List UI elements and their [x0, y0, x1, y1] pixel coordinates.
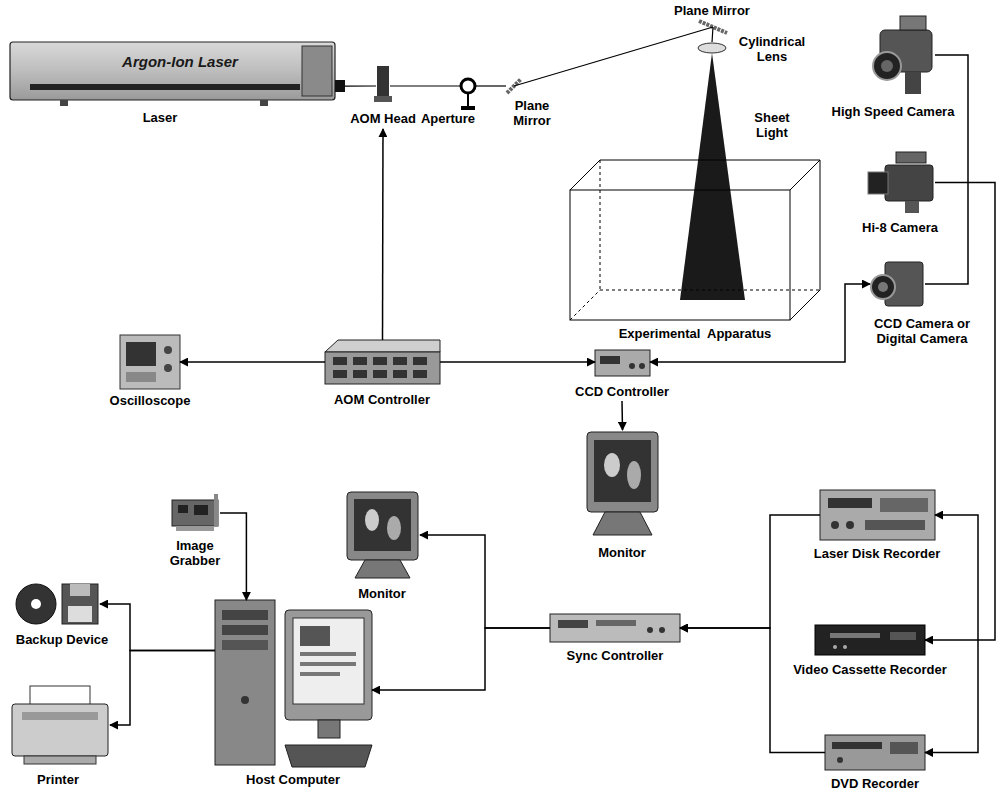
- monitor-illustration: [347, 492, 418, 578]
- laser-beam: [390, 85, 460, 86]
- signal-line: [925, 55, 968, 284]
- camera-illustration: [871, 262, 923, 306]
- oscilloscope-illustration: [120, 335, 180, 389]
- plane-mirror: Plane Mirror: [698, 20, 728, 34]
- device-nameplate: Argon-Ion Laser: [122, 53, 238, 70]
- signal-arrow: [220, 513, 246, 600]
- monitor: Monitor: [345, 490, 420, 580]
- printer-illustration: [12, 686, 108, 764]
- aperture: Aperture: [460, 76, 476, 110]
- dvd-recorder: DVD Recorder: [825, 735, 925, 770]
- grabber-card-illustration: [172, 494, 218, 531]
- device-label: Hi-8 Camera: [862, 220, 938, 235]
- signal-arrow: [382, 129, 384, 340]
- laser-beam: [712, 27, 713, 42]
- device-label: CCD Camera or Digital Camera: [860, 316, 984, 346]
- laser-beam: [476, 85, 506, 86]
- device-label: Video Cassette Recorder: [793, 662, 947, 677]
- ccd-controller: CCD Controller: [595, 346, 650, 378]
- signal-arrow: [100, 604, 215, 650]
- device-label: Monitor: [358, 586, 406, 601]
- controller-illustration: [550, 614, 680, 642]
- laser-illustration: [10, 42, 345, 106]
- controller-illustration: [595, 350, 650, 376]
- laser-disk-recorder: Laser Disk Recorder: [820, 490, 935, 540]
- aperture-illustration: [461, 79, 475, 110]
- oscilloscope: Oscilloscope: [120, 335, 180, 389]
- device-label: CCD Controller: [575, 384, 669, 399]
- device-label: Sheet Light: [748, 110, 796, 140]
- signal-arrow: [621, 401, 623, 430]
- backup-device: Backup Device: [15, 582, 100, 626]
- device-label: Laser Disk Recorder: [814, 546, 940, 561]
- device-label: Experimental Apparatus: [619, 326, 772, 341]
- device-label: Laser: [143, 110, 178, 125]
- device-label: Host Computer: [246, 772, 340, 787]
- device-label: Oscilloscope: [110, 393, 191, 408]
- recorder-illustration: [820, 490, 935, 540]
- signal-arrow: [180, 361, 325, 363]
- plane-mirror: Plane Mirror: [506, 78, 522, 94]
- device-label: Plane Mirror: [674, 3, 750, 18]
- backup-media-illustration: [16, 584, 98, 624]
- apparatus-illustration: [570, 160, 820, 320]
- signal-arrow: [372, 628, 550, 690]
- device-label: Image Grabber: [164, 538, 226, 568]
- device-label: Sync Controller: [567, 648, 664, 663]
- aom-head-base: [374, 96, 392, 102]
- experimental-apparatus: Experimental Apparatus: [570, 160, 820, 320]
- signal-arrow: [680, 515, 820, 628]
- computer-illustration: [215, 600, 372, 767]
- aom-controller: AOM Controller: [325, 340, 440, 384]
- aom-head: AOM Head: [376, 66, 390, 102]
- signal-arrow: [925, 183, 995, 641]
- lens-illustration: [698, 43, 726, 53]
- recorder-illustration: [815, 625, 925, 655]
- device-label: AOM Controller: [334, 392, 430, 407]
- signal-arrow: [650, 284, 870, 362]
- camera-illustration: [868, 152, 933, 213]
- monitor: Monitor: [585, 430, 660, 540]
- signal-arrow: [440, 361, 595, 363]
- cylindrical-lens: Cylindrical Lens: [698, 42, 726, 54]
- device-label: Backup Device: [16, 632, 109, 647]
- device-label: Printer: [37, 772, 79, 787]
- device-label: Cylindrical Lens: [730, 34, 814, 64]
- laser-beam: [345, 85, 376, 86]
- laser-device: LaserArgon-Ion Laser: [10, 42, 345, 100]
- signal-arrow: [680, 628, 825, 753]
- image-grabber: Image Grabber: [170, 492, 220, 534]
- hi8-camera: Hi-8 Camera: [868, 150, 935, 215]
- device-label: Aperture: [421, 111, 475, 126]
- device-label: High Speed Camera: [832, 104, 955, 119]
- ccd-camera: CCD Camera or Digital Camera: [870, 258, 925, 310]
- device-label: Monitor: [598, 545, 646, 560]
- controller-illustration: [325, 340, 440, 384]
- high-speed-camera: High Speed Camera: [870, 10, 935, 100]
- aom-head-illustration: [377, 66, 389, 96]
- sheet-light: Sheet Light: [680, 54, 745, 300]
- video-cassette-recorder: Video Cassette Recorder: [815, 625, 925, 655]
- signal-arrow: [110, 650, 215, 725]
- device-label: AOM Head: [350, 111, 416, 126]
- recorder-illustration: [825, 735, 925, 770]
- monitor-illustration: [587, 432, 658, 535]
- host-computer: Host Computer: [215, 600, 372, 768]
- camera-illustration: [873, 16, 932, 94]
- device-label: DVD Recorder: [831, 776, 919, 791]
- laser-beam: [514, 27, 713, 86]
- signal-arrow: [420, 535, 550, 628]
- sheet-light-illustration: [680, 53, 745, 300]
- sync-controller: Sync Controller: [550, 614, 680, 642]
- device-label: Plane Mirror: [506, 98, 558, 128]
- printer: Printer: [10, 685, 110, 765]
